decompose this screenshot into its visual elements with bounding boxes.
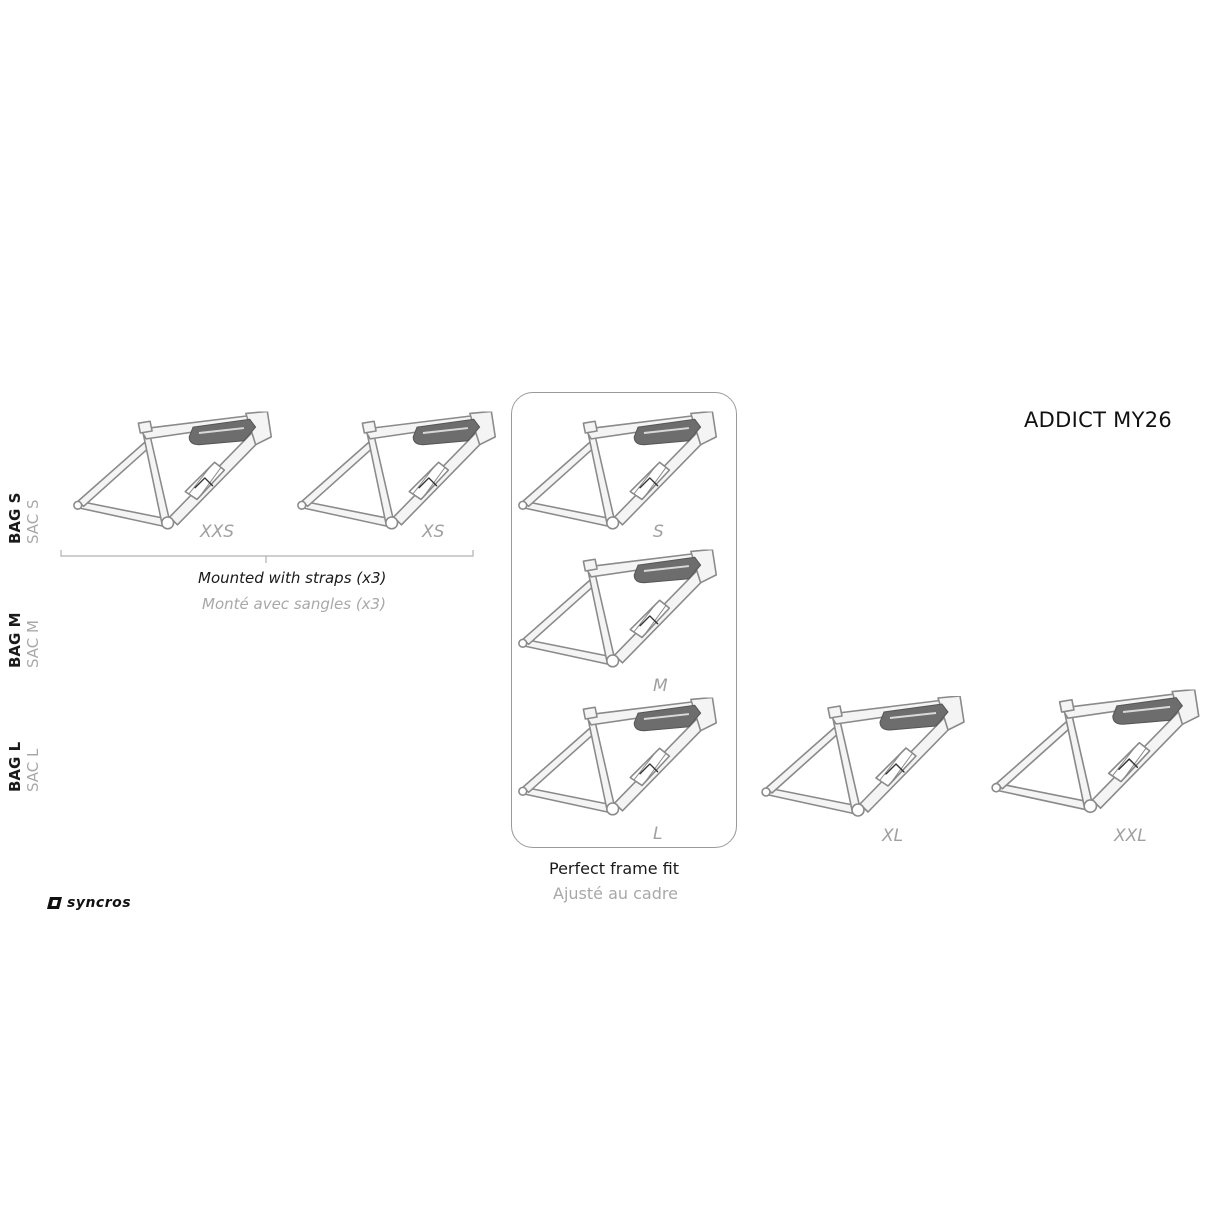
fit-caption-en: Perfect frame fit [549,859,680,878]
frame-l: L [513,696,728,846]
syncros-logo: syncros [46,895,131,911]
perfect-fit-box [511,392,737,848]
frame-size-label: XXS [200,522,235,542]
bike-frame-icon [986,686,1211,826]
logo-text: syncros [67,895,132,911]
frame-size-label: M [653,676,668,696]
frame-size-label: XXL [1114,826,1147,846]
row-label-fr: SAC S [24,499,42,544]
row-label-bag-m: BAG M SAC M [6,612,42,668]
bike-frame-icon [513,548,728,678]
row-label-bag-s: BAG S SAC S [6,493,42,544]
bike-frame-icon [292,410,507,540]
frame-xs: XS [292,410,507,550]
row-label-en: BAG M [6,612,24,668]
frame-size-label: XL [882,826,904,846]
bike-frame-icon [513,410,728,540]
page-title: ADDICT MY26 [1024,408,1173,432]
frame-m: M [513,548,728,698]
row-label-fr: SAC L [24,748,42,792]
row-label-bag-l: BAG L SAC L [6,742,42,792]
row-label-fr: SAC M [24,620,42,668]
bike-frame-icon [756,696,976,826]
straps-caption-fr: Monté avec sangles (x3) [202,595,386,613]
frame-xxs: XXS [68,410,283,550]
frame-xl: XL [756,696,976,846]
bike-frame-icon [68,410,283,540]
frame-s: S [513,410,728,550]
frame-size-label: XS [422,522,445,542]
row-label-en: BAG L [6,741,24,792]
bike-frame-icon [513,696,728,826]
frame-size-label: L [653,824,663,844]
straps-bracket [60,550,474,563]
frame-xxl: XXL [986,686,1211,846]
straps-caption-en: Mounted with straps (x3) [198,569,387,587]
syncros-logo-icon [47,897,62,909]
row-label-en: BAG S [6,492,24,544]
fit-caption-fr: Ajusté au cadre [553,884,678,903]
frame-size-label: S [653,522,664,542]
